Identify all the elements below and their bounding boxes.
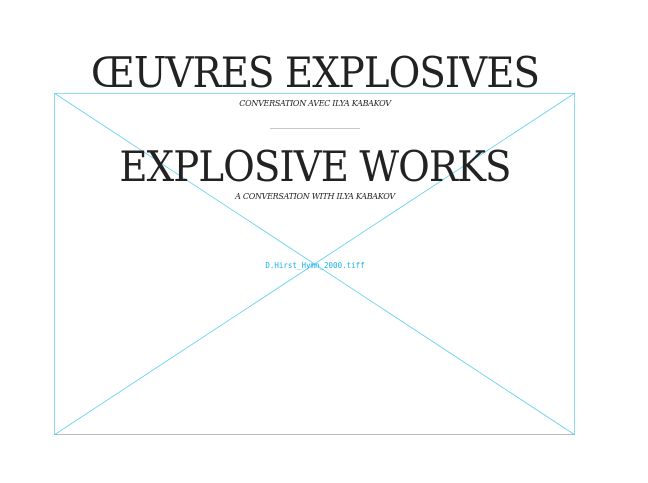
placeholder-cross-icon xyxy=(54,93,575,435)
image-placeholder-frame[interactable] xyxy=(54,93,575,435)
title-french: ŒUVRES EXPLOSIVES xyxy=(90,48,540,97)
subtitle-english: A CONVERSATION WITH ILYA KABAKOV xyxy=(235,192,395,201)
divider xyxy=(270,128,360,129)
subtitle-french: CONVERSATION AVEC ILYA KABAKOV xyxy=(239,99,391,108)
title-english: EXPLOSIVE WORKS xyxy=(119,142,511,191)
image-filename-label: D.Hirst_Hymn_2000.tiff xyxy=(265,261,365,270)
